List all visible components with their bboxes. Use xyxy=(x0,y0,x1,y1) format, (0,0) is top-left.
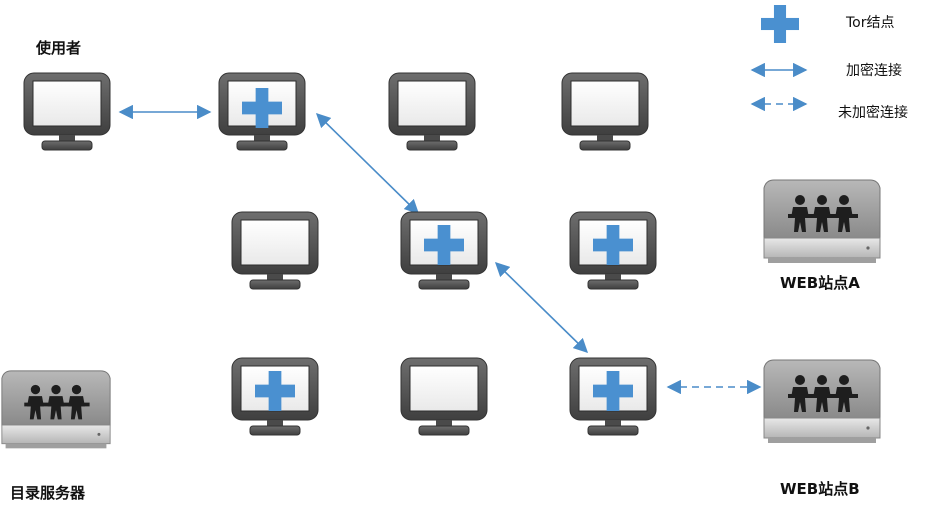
computer-r1c3 xyxy=(561,72,649,151)
web-site-b-label: WEB站点B xyxy=(780,480,860,498)
legend-unencrypted-label: 未加密连接 xyxy=(838,104,908,121)
computer-r3c1-tor-node xyxy=(231,357,319,436)
legend: Tor结点 加密连接 未加密连接 xyxy=(750,5,908,121)
user-computer xyxy=(23,72,111,151)
computer-r1c2 xyxy=(388,72,476,151)
legend-tor-node-icon xyxy=(761,5,799,43)
legend-tor-node-label: Tor结点 xyxy=(845,15,895,31)
user-label: 使用者 xyxy=(35,39,81,57)
connections xyxy=(118,104,762,395)
computer-r3c3-tor-node xyxy=(569,357,657,436)
web-server-b xyxy=(763,359,881,444)
edge-r1c1-to-r2c2 xyxy=(315,112,420,215)
web-site-a-label: WEB站点A xyxy=(780,274,860,292)
computer-r3c2 xyxy=(400,357,488,436)
computer-r1c1-tor-node xyxy=(218,72,306,151)
computer-r2c2-tor-node xyxy=(400,211,488,290)
computer-r2c3-tor-node xyxy=(569,211,657,290)
legend-encrypted-label: 加密连接 xyxy=(846,62,902,79)
web-server-a xyxy=(763,179,881,264)
directory-server xyxy=(1,370,111,449)
directory-server-label: 目录服务器 xyxy=(10,484,86,502)
edge-r2c2-to-r3c3 xyxy=(494,261,589,354)
computer-r2c1 xyxy=(231,211,319,290)
